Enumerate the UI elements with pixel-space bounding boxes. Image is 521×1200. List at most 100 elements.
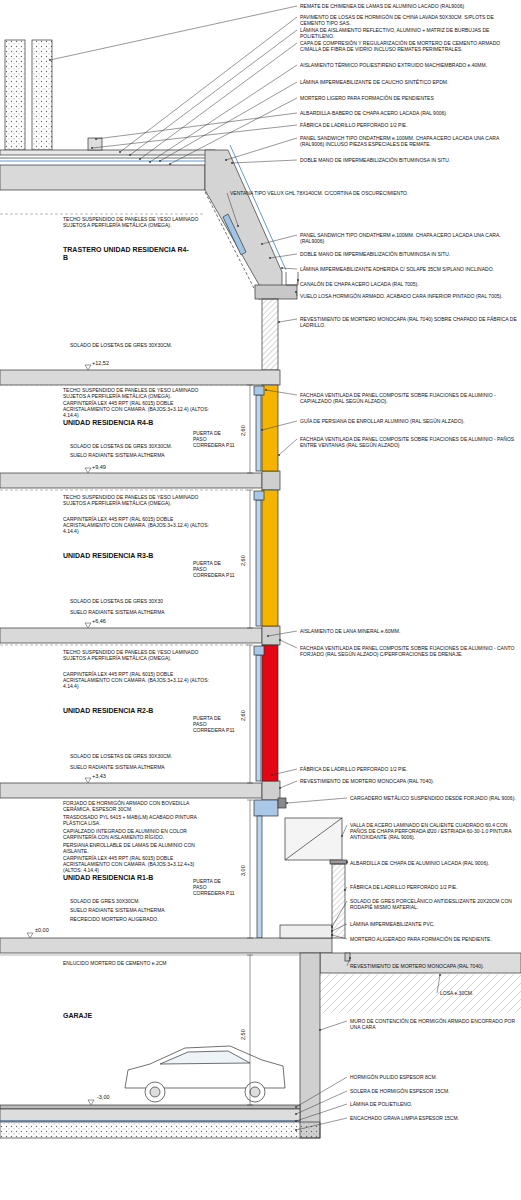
leader-dot [149,161,151,163]
callout-text: PUERTA DE PASO CORREDERA P11 [193,715,235,733]
leader-line [297,280,298,284]
callout-text: SOLADO DE LOSETAS DE GRES 30X30CM. [70,342,220,348]
room-name: GARAJE [63,1012,173,1020]
leader-line [232,160,297,163]
leader-dot [139,158,141,160]
callout-text: TECHO SUSPENDIDO DE PANELES DE YESO LAMI… [63,216,203,228]
leader-line [150,65,297,162]
leader-dot [271,774,273,776]
leader-line [130,30,297,155]
leader-dot [279,639,281,641]
leader-line [140,43,297,159]
callout-text: SOLERA DE HORMIGÓN ESPESOR 15CM. [350,1088,516,1094]
level-mark: ±0,00 [35,927,49,933]
level-mark: +12,52 [92,360,109,366]
callout-text: TRASDOSADO PYL 6415 + MAB(LM) ACABADO PI… [63,814,213,826]
leader-line [296,292,297,296]
callout-text: VENTANA TIPO VELUX GHL 78X140CM. C/CORTI… [230,190,515,196]
callout-text: PANEL SANDWICH TIPO ONDATHERM e.100MM. C… [300,232,518,244]
leader-line [262,421,297,430]
leader-dot [49,59,51,61]
leader-line [120,17,297,152]
leader-line [296,1091,347,1114]
leader-line [262,235,297,244]
callout-text: PUERTA DE PASO CORREDERA P11 [193,430,235,448]
callout-text: FÁBRICA DE LADRILLO PERFORADO 1/2 PIE. [300,766,518,772]
leader-dot [346,861,348,863]
room-name: UNIDAD RESIDENCIA R2-B [63,707,173,715]
callout-text: FACHADA VENTILADA DE PANEL COMPOSITE SOB… [300,392,518,404]
leader-line [280,640,297,648]
leader-dot [119,151,121,153]
callout-text: CAPA DE COMPRESIÓN Y REGULARIZACIÓN DE M… [300,40,518,52]
callout-text: FÁBRICA DE LADRILLO PERFORADO 1/2 PIE. [350,884,516,890]
leader-dot [331,930,333,932]
leader-dot [95,138,97,140]
leader-line [280,781,297,788]
callout-text: MORTERO LIGERO PARA FORMACIÓN DE PENDIEN… [300,95,518,101]
leader-line [332,901,347,927]
leader-dot [344,889,346,891]
leader-line [279,319,297,322]
callout-text: FACHADA VENTILADA DE PANEL COMPOSITE SOB… [300,645,518,657]
leader-dot [295,1113,297,1115]
leader-dot [129,154,131,156]
callout-text: SUELO RADIANTE SISTEMA ALTHERMA [70,907,220,913]
dimension-text: 2,60 [240,425,246,436]
leader-dot [281,267,283,269]
callout-text: PUERTA DE PASO CORREDERA P11 [193,560,235,578]
leader-dot [331,926,333,928]
room-name: UNIDAD RESIDENCIA R1-B [63,874,173,882]
leader-dot [319,1029,321,1031]
callout-text: CAPIALZADO INTEGRADO DE ALUMINIO EN COLO… [63,828,213,840]
callout-text: AISLAMIENTO TÉRMICO POLIESTIRENO EXTRUID… [300,62,518,68]
callout-text: SOLADO DE GRES PORCELÁNICO ANTIDESLIZANT… [350,898,516,910]
leader-dot [237,225,239,227]
leader-line [282,268,297,269]
level-mark: +3,43 [92,773,106,779]
callout-text: REMATE DE CHIMENEA DE LAMAS DE ALUMINIO … [300,3,518,9]
callout-text: REVESTIMIENTO DE MORTERO MONOCAPA (RAL 7… [300,316,518,328]
callout-text: LÁMINA IMPERMEABILIZANTE PVC. [350,921,516,927]
callout-text: LOSA e.30CM. [440,990,518,996]
callout-text: ENCACHADO GRAVA LIMPIA ESPESOR 15CM. [350,1115,516,1121]
callout-text: CARPINTERÍA LEX 445 RPT (RAL 6015) DOBLE… [63,516,213,534]
dimension-text: 2,60 [240,710,246,721]
leader-dot [261,243,263,245]
leader-dot [267,635,269,637]
leader-dot [341,835,343,837]
callout-text: ENLUCIDO MORTERO DE CEMENTO e.2CM [63,960,213,966]
callout-text: SOLADO DE LOSETAS DE GRES 30X30 [70,598,220,604]
leader-line [279,439,297,455]
callout-text: REVESTIMIENTO DE MORTERO MONOCAPA (RAL 7… [350,963,516,969]
callout-text: SUELO RADIANTE SISTEMA ALTHERMA [70,452,220,458]
leader-dot [349,957,351,959]
leader-dot [286,802,288,804]
leader-dot [231,162,233,164]
leader-line [296,1118,347,1130]
callout-text: VUELO LOSA HORMIGÓN ARMADO. ACABADO CARA… [300,293,518,299]
callout-text: CARGADERO METÁLICO SUSPENDIDO DESDE FORJ… [350,795,516,801]
leader-line [287,798,347,803]
callout-text: LÁMINA DE POLIETILENO. [350,1101,516,1107]
leader-dot [91,147,93,149]
callout-text: CARPINTERÍA LEX 445 RPT (RAL 6015) DOBLE… [63,855,213,873]
dimension-text: 3,00 [240,865,246,876]
leader-line [226,138,297,160]
callout-text: FACHADA VENTILADA DE PANEL COMPOSITE SOB… [300,436,518,448]
callout-text: AISLAMIENTO DE LANA MINERAL e.60MM. [300,628,518,634]
leader-line [266,390,297,395]
callout-text: REVESTIMIENTO DE MORTERO MONOCAPA (RAL 7… [300,778,518,784]
dimension-text: 2,60 [240,555,246,566]
leader-dot [278,321,280,323]
leader-line [345,887,347,890]
callout-text: PAVIMENTO DE LOSAS DE HORMIGÓN DE CHINA … [300,14,518,26]
leader-line [96,113,297,139]
leader-line [170,98,297,164]
callout-text: VALLA DE ACERO LAMINADO EN CALIENTE CUAD… [350,822,516,840]
callout-text: MORTERO ALIGERADO PARA FORMACIÓN DE PEND… [350,936,516,942]
callout-text: DOBLE MANO DE IMPERMEABILIZACIÓN BITUMIN… [300,157,518,163]
callout-text: LÁMINA DE AISLAMIENTO REFLECTIVO, ALUMIN… [300,27,518,39]
callout-text: RECRECIDO MORTERO ALIGERADO. [70,916,220,922]
callout-text: CANALÓN DE CHAPA ACERO LACADA (RAL 7005)… [300,281,518,287]
